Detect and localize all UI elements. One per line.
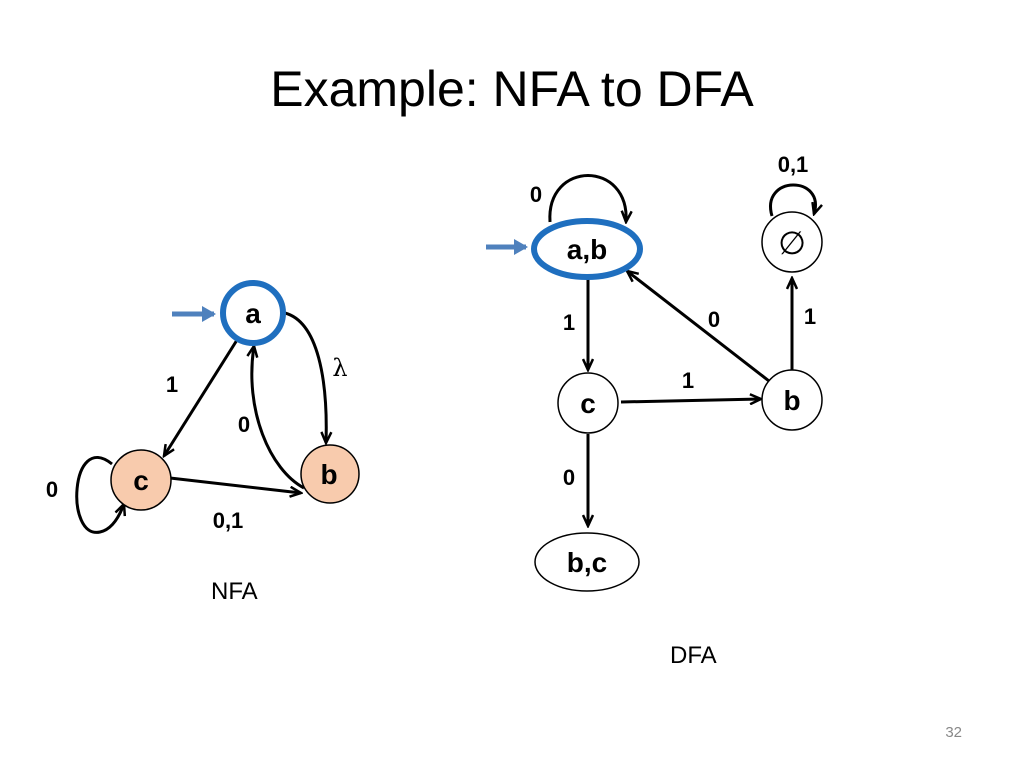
dfa-state-c-label: c: [580, 388, 596, 419]
nfa-state-a: [220, 280, 286, 346]
dfa-diagram: a,b ∅ c b b,c 0 1 0 1 1 0,1 0: [486, 152, 823, 592]
nfa-diagram: a b c 1 λ 0 0,1 0: [46, 280, 360, 534]
dfa-edge-empty-self-loop: [769, 183, 816, 216]
dfa-state-b-label: b: [783, 385, 800, 416]
dfa-label-empty-self: 0,1: [778, 152, 809, 177]
dfa-state-ab: [531, 218, 643, 280]
dfa-label-b-to-ab: 0: [708, 307, 720, 332]
nfa-state-b: [300, 444, 360, 504]
dfa-label-c-to-b: 1: [682, 368, 694, 393]
nfa-label-b-to-a: 0: [238, 412, 250, 437]
dfa-state-bc-label: b,c: [567, 547, 607, 578]
dfa-state-empty: [761, 211, 823, 273]
dfa-state-c: [557, 372, 619, 434]
nfa-label-a-to-b: λ: [332, 354, 347, 382]
dfa-state-bc: [534, 532, 640, 592]
nfa-edge-c-to-b: [169, 476, 301, 493]
nfa-edge-c-self-loop: [75, 455, 124, 534]
dfa-state-empty-label: ∅: [778, 224, 806, 262]
nfa-label-c-self: 0: [46, 477, 58, 502]
nfa-state-c-label: c: [133, 465, 149, 496]
dfa-label-ab-self: 0: [530, 182, 542, 207]
nfa-state-a-label: a: [245, 298, 261, 329]
nfa-edge-a-to-c: [164, 339, 239, 456]
page-number: 32: [945, 724, 962, 741]
nfa-label-a-to-c: 1: [166, 372, 178, 397]
dfa-edge-ab-self-loop: [548, 174, 626, 223]
dfa-state-ab-label: a,b: [567, 234, 607, 265]
slide-title: Example: NFA to DFA: [270, 61, 754, 117]
dfa-label-ab-to-c: 1: [563, 310, 575, 335]
dfa-label-c-to-bc: 0: [563, 465, 575, 490]
dfa-state-b: [761, 369, 823, 431]
dfa-edge-b-to-ab: [627, 271, 770, 383]
nfa-edge-a-to-b: [284, 311, 326, 443]
nfa-edge-b-to-a: [252, 346, 305, 490]
nfa-state-b-label: b: [320, 459, 337, 490]
dfa-edge-c-to-b: [620, 399, 761, 402]
dfa-label-b-to-empty: 1: [804, 304, 816, 329]
dfa-caption: DFA: [670, 642, 717, 669]
nfa-caption: NFA: [211, 578, 258, 605]
nfa-state-c: [110, 449, 172, 511]
nfa-label-c-to-b: 0,1: [213, 508, 244, 533]
